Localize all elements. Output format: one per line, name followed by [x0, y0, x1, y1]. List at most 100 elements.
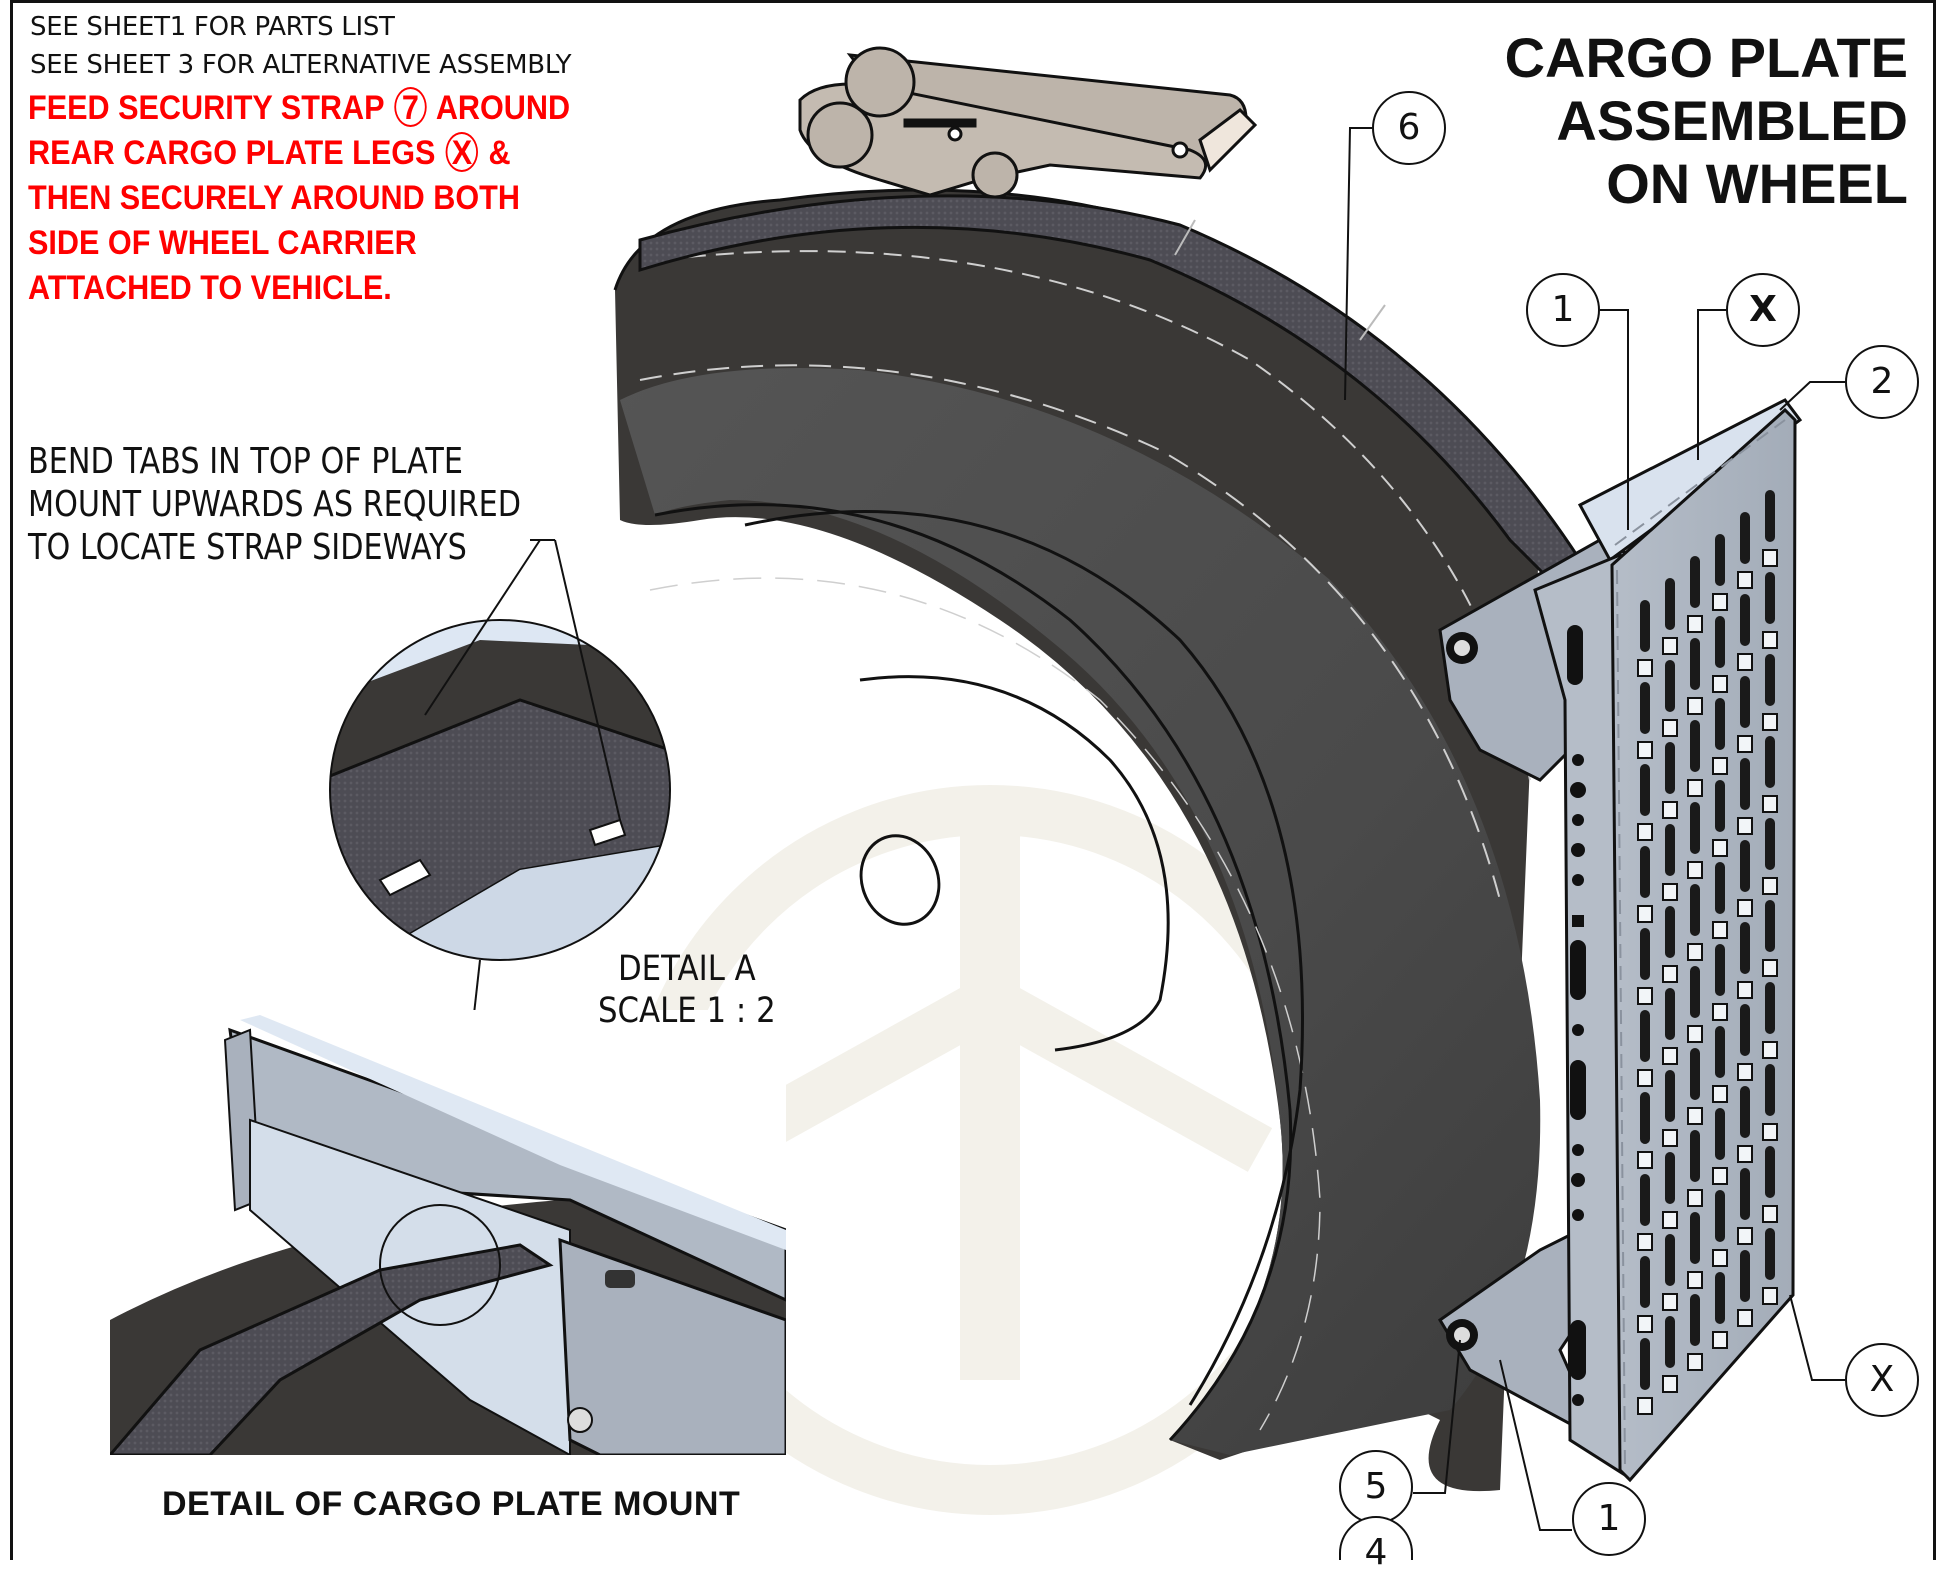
- plate-slot: [1640, 1092, 1650, 1144]
- plate-square-hole: [1762, 1287, 1778, 1305]
- plate-square-hole: [1712, 1167, 1728, 1185]
- plate-slot: [1715, 616, 1725, 668]
- plate-slot: [1690, 720, 1700, 772]
- plate-square-hole: [1687, 1271, 1703, 1289]
- plate-slot: [1765, 900, 1775, 952]
- plate-square-hole: [1637, 1151, 1653, 1169]
- plate-square-hole: [1637, 1069, 1653, 1087]
- plate-square-hole: [1687, 615, 1703, 633]
- title-line-1: CARGO PLATE: [1504, 26, 1908, 89]
- plate-square-hole: [1737, 1145, 1753, 1163]
- plate-slot: [1765, 818, 1775, 870]
- plate-slot-pattern: [1637, 490, 1778, 1415]
- plate-square-hole: [1762, 795, 1778, 813]
- plate-square-hole: [1662, 1211, 1678, 1229]
- balloon-leg-bottom: X: [1845, 1343, 1919, 1417]
- plate-square-hole: [1687, 1107, 1703, 1125]
- mount-detail-caption: DETAIL OF CARGO PLATE MOUNT: [162, 1485, 741, 1523]
- plate-square-hole: [1737, 1227, 1753, 1245]
- plate-slot: [1690, 638, 1700, 690]
- wheel-hub-outline: [744, 510, 1304, 1406]
- plate-square-hole: [1662, 801, 1678, 819]
- plate-slot: [1690, 966, 1700, 1018]
- plate-square-hole: [1687, 1189, 1703, 1207]
- plate-square-hole: [1712, 1003, 1728, 1021]
- detail-a-scale: SCALE 1 : 2: [598, 991, 776, 1031]
- plate-slot: [1765, 736, 1775, 788]
- plate-slot: [1765, 490, 1775, 542]
- plate-square-hole: [1712, 1249, 1728, 1267]
- plate-slot: [1715, 780, 1725, 832]
- plate-square-hole: [1662, 1293, 1678, 1311]
- plate-square-hole: [1762, 713, 1778, 731]
- plate-slot: [1640, 764, 1650, 816]
- plate-slot: [1740, 1168, 1750, 1220]
- plate-square-hole: [1637, 1397, 1653, 1415]
- plate-slot: [1690, 884, 1700, 936]
- warning-line-1: FEED SECURITY STRAP 7 AROUND: [28, 86, 570, 131]
- plate-slot: [1740, 840, 1750, 892]
- plate-square-hole: [1712, 757, 1728, 775]
- plate-square-hole: [1712, 1331, 1728, 1349]
- plate-slot: [1665, 578, 1675, 630]
- plate-square-hole: [1762, 959, 1778, 977]
- plate-square-hole: [1687, 779, 1703, 797]
- plate-slot: [1640, 928, 1650, 980]
- plate-slot: [1715, 534, 1725, 586]
- plate-square-hole: [1737, 899, 1753, 917]
- plate-slot: [1665, 1070, 1675, 1122]
- plate-square-hole: [1762, 877, 1778, 895]
- plate-square-hole: [1637, 659, 1653, 677]
- plate-slot: [1665, 1316, 1675, 1368]
- plate-slot: [1765, 982, 1775, 1034]
- warning-text: &: [488, 134, 511, 172]
- side-leg-holes: [1567, 625, 1586, 1406]
- plate-slot: [1665, 1234, 1675, 1286]
- plate-slot: [1690, 1048, 1700, 1100]
- plate-square-hole: [1662, 1375, 1678, 1393]
- plate-slot: [1740, 1004, 1750, 1056]
- cargo-plate-mount-detail: [110, 1010, 786, 1455]
- plate-square-hole: [1737, 1309, 1753, 1327]
- plate-slot: [1765, 1228, 1775, 1280]
- plate-square-hole: [1687, 943, 1703, 961]
- plate-slot: [1765, 1146, 1775, 1198]
- plate-slot: [1690, 556, 1700, 608]
- plate-slot: [1740, 758, 1750, 810]
- ratchet-buckle: [798, 46, 1258, 199]
- plate-square-hole: [1687, 1025, 1703, 1043]
- balloon-leaders: [1344, 127, 1845, 1531]
- plate-slot: [1715, 1272, 1725, 1324]
- plate-square-hole: [1737, 817, 1753, 835]
- plate-square-hole: [1662, 719, 1678, 737]
- plate-square-hole: [1762, 549, 1778, 567]
- ref-balloon-strap: 7: [394, 87, 427, 128]
- plate-square-hole: [1662, 1047, 1678, 1065]
- title-line-3: ON WHEEL: [1606, 152, 1908, 215]
- drawing-title: CARGO PLATE ASSEMBLED ON WHEEL: [1505, 26, 1908, 215]
- warning-text: AROUND: [435, 89, 571, 127]
- plate-square-hole: [1637, 987, 1653, 1005]
- plate-slot: [1715, 1026, 1725, 1078]
- plate-square-hole: [1712, 593, 1728, 611]
- plate-slot: [1640, 682, 1650, 734]
- warning-line-2: REAR CARGO PLATE LEGS X &: [28, 131, 570, 176]
- cargo-plate: [1437, 398, 1803, 1483]
- plate-slot: [1640, 1338, 1650, 1390]
- bend-note-line-2: MOUNT UPWARDS AS REQUIRED: [28, 484, 522, 525]
- plate-slot: [1640, 600, 1650, 652]
- drawing-frame: [10, 0, 1936, 1560]
- plate-slot: [1640, 846, 1650, 898]
- plate-slot: [1640, 1256, 1650, 1308]
- detail-a-title: DETAIL A: [617, 949, 756, 989]
- plate-square-hole: [1762, 1041, 1778, 1059]
- plate-slot: [1715, 862, 1725, 914]
- plate-square-hole: [1637, 741, 1653, 759]
- plate-square-hole: [1712, 921, 1728, 939]
- balloon-plate-mount-bottom: 1: [1572, 1482, 1646, 1556]
- plate-slot: [1765, 572, 1775, 624]
- plate-slot: [1690, 802, 1700, 854]
- plate-square-hole: [1762, 1123, 1778, 1141]
